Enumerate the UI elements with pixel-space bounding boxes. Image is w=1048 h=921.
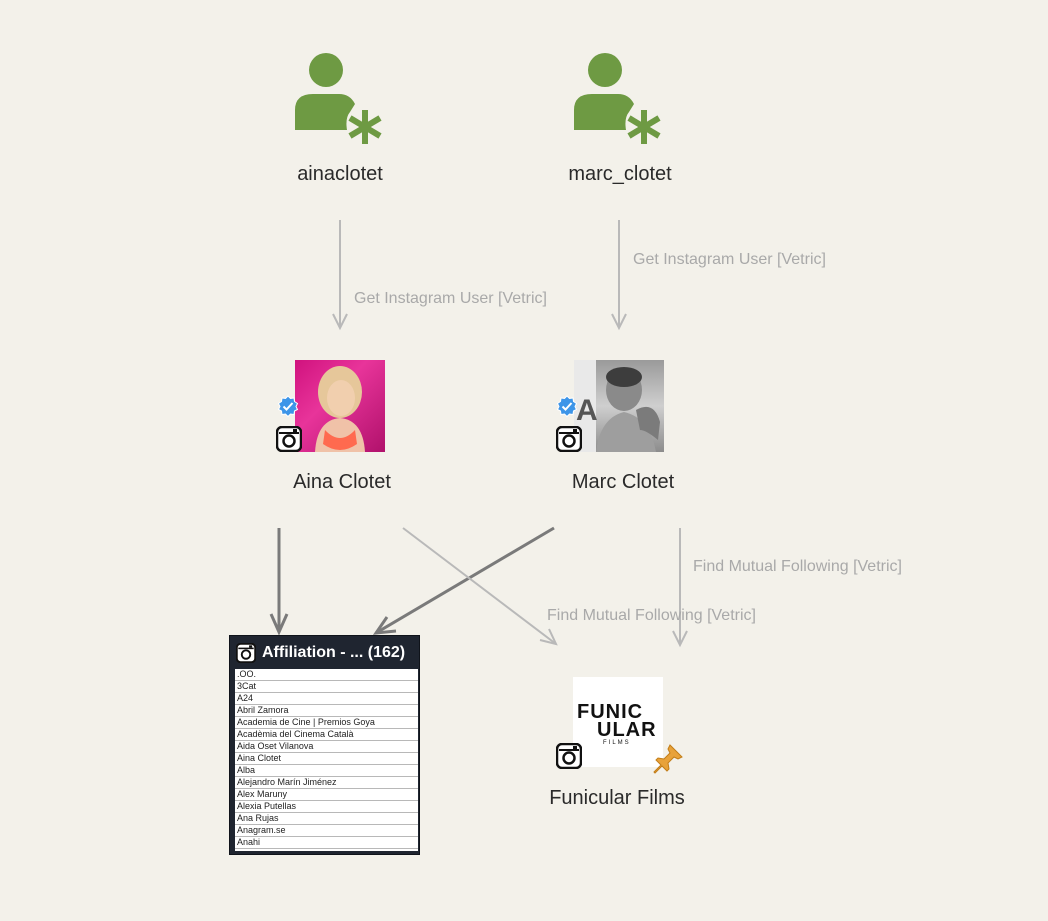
list-item[interactable]: Academia de Cine | Premios Goya xyxy=(235,717,418,729)
edge-aina-affiliation[interactable] xyxy=(269,528,289,636)
list-item[interactable]: Alejandro Marín Jiménez xyxy=(235,777,418,789)
instagram-icon xyxy=(556,426,582,452)
company-logo[interactable]: FUNIC ULAR FILMS xyxy=(573,677,663,767)
logo-text-sub: FILMS xyxy=(603,740,631,746)
logo-text-mid: ULAR xyxy=(597,719,657,741)
logo-text-top: FUNIC xyxy=(577,701,644,723)
instagram-icon xyxy=(276,426,302,452)
portrait-figure: A xyxy=(574,360,660,452)
affiliation-panel[interactable]: Affiliation - ... (162) .OO. 3Cat A24 Ab… xyxy=(229,635,420,855)
instagram-icon xyxy=(236,643,256,663)
list-item[interactable]: .OO. xyxy=(235,669,418,681)
profile-photo-aina[interactable] xyxy=(295,360,385,452)
list-item[interactable]: Acadèmia del Cinema Català xyxy=(235,729,418,741)
edge-label-mutual-2: Find Mutual Following [Vetric] xyxy=(693,558,902,575)
list-item[interactable]: A24 xyxy=(235,693,418,705)
verified-badge-icon xyxy=(556,395,578,417)
panel-title: Affiliation - ... (162) xyxy=(262,644,406,661)
list-item[interactable]: Ana Rujas xyxy=(235,813,418,825)
panel-list[interactable]: .OO. 3Cat A24 Abril Zamora Academia de C… xyxy=(235,669,418,851)
list-item[interactable]: Aida Oset Vilanova xyxy=(235,741,418,753)
edge-marc-affiliation[interactable] xyxy=(372,526,555,635)
profile-photo-marc[interactable]: A xyxy=(574,360,664,452)
node-label-user1[interactable]: ainaclotet xyxy=(297,163,383,185)
edge-label-mutual-1: Find Mutual Following [Vetric] xyxy=(547,607,756,624)
instagram-icon xyxy=(556,743,582,769)
edge-marc-mutual[interactable] xyxy=(672,528,688,648)
edge-label-get-user-2: Get Instagram User [Vetric] xyxy=(633,251,826,268)
list-item[interactable]: Alexia Putellas xyxy=(235,801,418,813)
panel-header[interactable]: Affiliation - ... (162) xyxy=(230,636,419,670)
edge-aina-mutual[interactable] xyxy=(402,527,558,646)
list-item[interactable]: Anahi xyxy=(235,837,418,849)
verified-badge-icon xyxy=(277,395,299,417)
list-item[interactable]: Alex Maruny xyxy=(235,789,418,801)
svg-text:A: A xyxy=(576,394,598,427)
edge-label-get-user-1: Get Instagram User [Vetric] xyxy=(354,290,547,307)
node-label-company[interactable]: Funicular Films xyxy=(549,787,685,809)
list-item[interactable]: Anagram.se xyxy=(235,825,418,837)
edge-get-user-1[interactable] xyxy=(332,220,348,331)
list-item[interactable]: Abril Zamora xyxy=(235,705,418,717)
user-asterisk-icon[interactable] xyxy=(295,53,382,144)
list-item[interactable]: Aina Clotet xyxy=(235,753,418,765)
node-label-user2[interactable]: marc_clotet xyxy=(568,163,672,185)
pushpin-icon[interactable] xyxy=(652,743,684,775)
user-asterisk-icon[interactable] xyxy=(574,53,661,144)
portrait-figure xyxy=(315,366,365,452)
list-item[interactable]: Alba xyxy=(235,765,418,777)
node-label-profile2[interactable]: Marc Clotet xyxy=(571,471,675,493)
list-item[interactable]: 3Cat xyxy=(235,681,418,693)
node-label-profile1[interactable]: Aina Clotet xyxy=(293,471,391,493)
edge-get-user-2[interactable] xyxy=(611,220,627,331)
